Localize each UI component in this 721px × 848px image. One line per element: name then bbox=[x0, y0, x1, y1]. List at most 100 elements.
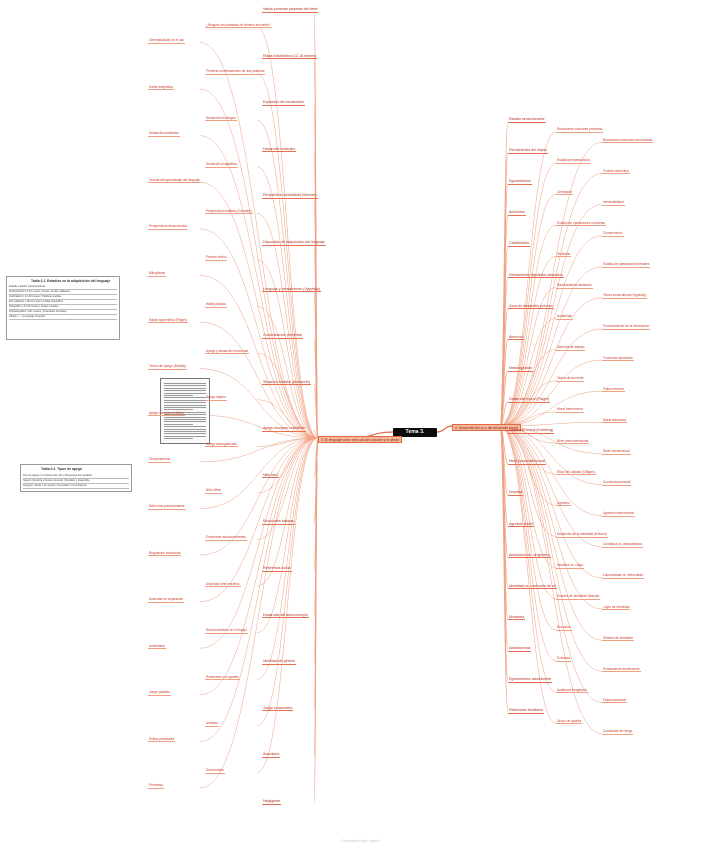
subtopic-node[interactable]: Situación extraña (Ainsworth) bbox=[262, 379, 311, 386]
subtopic-node[interactable]: Grupo de iguales bbox=[556, 718, 583, 725]
subtopic-node[interactable]: Animismo bbox=[508, 210, 526, 216]
subtopic-node[interactable]: Confianza vs. desconfianza bbox=[602, 542, 643, 548]
subtopic-node[interactable]: Apego y desarrollo emocional bbox=[205, 348, 249, 355]
subtopic-node[interactable]: Logro de identidad bbox=[602, 604, 631, 611]
subtopic-node[interactable]: Etapa holofrástica (12-18 meses) bbox=[262, 53, 317, 60]
subtopic-node[interactable]: Bilingüismo bbox=[148, 271, 167, 277]
subtopic-node[interactable]: Funciones ejecutivas bbox=[602, 355, 634, 362]
subtopic-node[interactable]: Moratoria bbox=[508, 614, 526, 621]
subtopic-node[interactable]: Regulación emocional bbox=[148, 550, 182, 557]
subtopic-node[interactable]: Clasificación bbox=[508, 241, 531, 248]
subtopic-node[interactable]: Permisivo bbox=[148, 783, 164, 790]
subtopic-node[interactable]: Explosión del vocabulario bbox=[262, 100, 305, 106]
subtopic-node[interactable]: Pensamiento adolescente bbox=[602, 666, 641, 673]
subtopic-node[interactable]: Relaciones con iguales bbox=[205, 674, 240, 681]
subtopic-node[interactable]: Negligente bbox=[262, 799, 282, 805]
subtopic-node[interactable]: Autonomía vs. vergüenza bbox=[508, 552, 551, 559]
subtopic-node[interactable]: Emociones básicas bbox=[262, 519, 295, 526]
subtopic-node[interactable]: Seriación bbox=[556, 251, 572, 258]
subtopic-node[interactable]: Nivel convencional bbox=[602, 448, 631, 455]
subtopic-node[interactable]: Estadio de operaciones formales bbox=[602, 262, 651, 268]
subtopic-node[interactable]: Habla privada bbox=[205, 302, 227, 308]
subtopic-node[interactable]: Reconocimiento en el espejo bbox=[205, 628, 248, 634]
subtopic-node[interactable]: Conservación bbox=[602, 231, 624, 237]
subtopic-node[interactable]: Agresión instrumental bbox=[602, 511, 635, 517]
subtopic-node[interactable]: Estadio sensoriomotor bbox=[508, 117, 546, 123]
subtopic-node[interactable]: Amistad bbox=[205, 721, 219, 727]
subtopic-node[interactable]: Perspectiva interaccionista bbox=[148, 224, 188, 230]
subtopic-node[interactable]: Juego paralelo bbox=[148, 690, 171, 696]
subtopic-node[interactable]: Pubertad bbox=[556, 656, 571, 662]
subtopic-node[interactable]: Egocentrismo adolescente bbox=[508, 677, 553, 683]
subtopic-node[interactable]: Desarrollo sintáctico bbox=[262, 146, 297, 153]
subtopic-node[interactable]: Estadio preoperacional bbox=[556, 158, 591, 165]
subtopic-node[interactable]: Temperamento bbox=[148, 457, 172, 463]
central-topic[interactable]: Tema 3. Desarrollo bbox=[393, 428, 437, 444]
subtopic-node[interactable]: Desarrollo fonológico bbox=[205, 115, 237, 122]
subtopic-node[interactable]: Niño lento para animarse bbox=[148, 503, 186, 510]
subtopic-node[interactable]: Empatía bbox=[508, 490, 524, 497]
subtopic-node[interactable]: Dispositivo de adquisición del lenguaje bbox=[262, 239, 326, 246]
subtopic-node[interactable]: Ansiedad de separación bbox=[148, 597, 185, 603]
subtopic-node[interactable]: Generalización en el uso bbox=[148, 38, 186, 44]
subtopic-node[interactable]: Relaciones familiares bbox=[508, 708, 545, 714]
subtopic-node[interactable]: Memoria de trabajo bbox=[556, 345, 586, 351]
subtopic-node[interactable]: Emociones autoconscientes bbox=[205, 535, 247, 541]
subtopic-node[interactable]: Perspectiva innatista (Chomsky) bbox=[205, 208, 253, 215]
subtopic-node[interactable]: Conductas de riesgo bbox=[602, 729, 634, 735]
subtopic-node[interactable]: Teorías del aprendizaje del lenguaje bbox=[148, 177, 202, 184]
subtopic-node[interactable]: Egocentrismo bbox=[508, 179, 532, 185]
subtopic-node[interactable]: Perspectiva conductista (Skinner) bbox=[262, 193, 318, 199]
subtopic-node[interactable]: Reacciones circulares primarias bbox=[556, 127, 604, 133]
subtopic-node[interactable]: Ansiedad ante extraños bbox=[205, 581, 241, 588]
subtopic-node[interactable]: Periodo crítico bbox=[205, 255, 228, 262]
subtopic-node[interactable]: Teoría de la mente bbox=[556, 376, 585, 382]
subtopic-node[interactable]: Teoría sociocultural (Vygotsky) bbox=[602, 293, 648, 299]
subtopic-node[interactable]: ¿Ninguna vez palabras de término frecuen… bbox=[205, 22, 272, 29]
subtopic-node[interactable]: Autoritario bbox=[262, 752, 281, 758]
subtopic-node[interactable]: Primeras combinaciones de dos palabras bbox=[205, 69, 266, 75]
subtopic-node[interactable]: Apego desorganizado bbox=[205, 441, 239, 448]
subtopic-node[interactable]: Conducta prosocial bbox=[602, 480, 632, 486]
subtopic-node[interactable]: Apego seguro bbox=[205, 395, 227, 401]
subtopic-node[interactable]: Razonamiento abstracto bbox=[556, 282, 593, 289]
subtopic-node[interactable]: Autoestima bbox=[148, 643, 166, 650]
subtopic-node[interactable]: Metacognición bbox=[508, 365, 534, 372]
main-branch-left[interactable]: 3. El lenguaje como vehículo del conocer… bbox=[318, 436, 403, 444]
subtopic-node[interactable]: Democrático bbox=[205, 767, 225, 774]
subtopic-node[interactable]: Identidad vs. confusión de rol bbox=[508, 583, 557, 590]
main-branch-right[interactable]: 4. Desarrollo del yo y del desarrollo mo… bbox=[452, 424, 521, 432]
subtopic-node[interactable]: Audiencia imaginaria bbox=[556, 687, 588, 694]
subtopic-node[interactable]: Agresión hostil bbox=[508, 521, 534, 528]
subtopic-node[interactable]: Desarrollo del autoconcepto bbox=[262, 612, 309, 619]
subtopic-node[interactable]: Comunicación preverbal bbox=[262, 333, 303, 339]
subtopic-node[interactable]: Desarrollo semántico bbox=[148, 131, 180, 137]
subtopic-node[interactable]: Teoría del apego (Bowlby) bbox=[148, 364, 188, 370]
subtopic-node[interactable]: Estadio de operaciones concretas bbox=[556, 220, 607, 227]
subtopic-node[interactable]: Centración bbox=[556, 189, 574, 196]
subtopic-node[interactable]: Juego cooperativo bbox=[262, 705, 294, 712]
subtopic-node[interactable]: Lenguaje y pensamiento (Vygotsky) bbox=[262, 286, 321, 293]
subtopic-node[interactable]: Agresión bbox=[556, 500, 571, 507]
subtopic-node[interactable]: Ética del cuidado (Gilligan) bbox=[556, 469, 596, 476]
subtopic-node[interactable]: Andamiaje bbox=[556, 314, 574, 320]
subtopic-node[interactable]: Desarrollo pragmático bbox=[205, 162, 239, 168]
subtopic-node[interactable]: Estilos parentales bbox=[148, 736, 176, 743]
subtopic-node[interactable]: Iniciativa vs. culpa bbox=[556, 563, 584, 569]
subtopic-node[interactable]: Desarrollo moral (Kohlberg) bbox=[508, 428, 555, 434]
subtopic-node[interactable]: Reacciones circulares secundarias bbox=[602, 137, 654, 144]
subtopic-node[interactable]: Laboriosidad vs. inferioridad bbox=[602, 573, 644, 579]
subtopic-node[interactable]: Adolescencia bbox=[508, 646, 532, 652]
subtopic-node[interactable]: Niño fácil bbox=[262, 472, 279, 479]
subtopic-node[interactable]: Atención bbox=[508, 334, 524, 341]
subtopic-node[interactable]: Apego inseguro-evitativo bbox=[148, 410, 186, 417]
subtopic-node[interactable]: Varias primeras palabras del bebé bbox=[262, 7, 319, 13]
subtopic-node[interactable]: Referencia social bbox=[262, 566, 292, 572]
subtopic-node[interactable]: Niño difícil bbox=[205, 488, 222, 494]
subtopic-node[interactable]: Desarrollo moral (Piaget) bbox=[508, 397, 550, 403]
subtopic-node[interactable]: Apego inseguro-resistente bbox=[262, 426, 306, 432]
subtopic-node[interactable]: Habla telegráfica bbox=[148, 84, 174, 91]
subtopic-node[interactable]: Habla egocéntrica (Piaget) bbox=[148, 317, 188, 324]
subtopic-node[interactable]: Desarrollo de la identidad (Erikson) bbox=[556, 531, 608, 538]
subtopic-node[interactable]: Procesamiento de la información bbox=[602, 324, 651, 331]
